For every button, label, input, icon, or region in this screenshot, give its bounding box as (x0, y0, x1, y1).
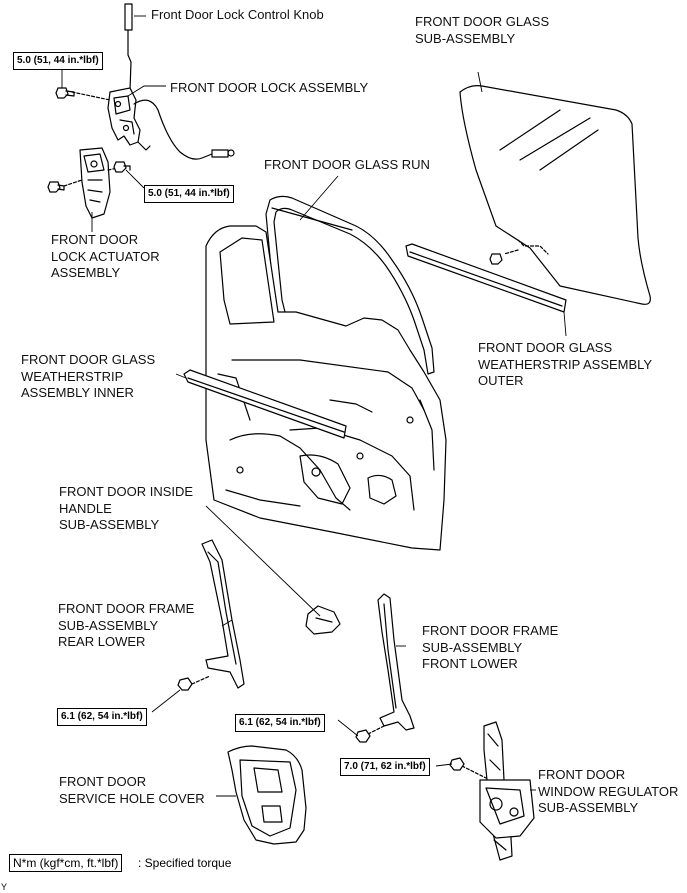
label-frame-rear-lower: FRONT DOOR FRAME SUB-ASSEMBLY REAR LOWER (58, 601, 195, 649)
frame-front-lower-drawing (367, 593, 415, 735)
label-inside-handle: FRONT DOOR INSIDE HANDLE SUB-ASSEMBLY (59, 484, 194, 532)
label-service-hole-cover: FRONT DOOR SERVICE HOLE COVER (59, 774, 205, 806)
leader-glass (477, 71, 483, 93)
bolt-frame-rear (177, 677, 193, 691)
torque-frame-rear: 6.1 (62, 54 in.*lbf) (57, 708, 147, 726)
label-lock-actuator: FRONT DOOR LOCK ACTUATOR ASSEMBLY (51, 232, 160, 280)
door-panel-drawing (205, 225, 447, 551)
legend-text: : Specified torque (138, 856, 232, 870)
bolt-lock-upper (55, 87, 75, 99)
bolt-frame-front (355, 729, 371, 743)
bolt-regulator (449, 757, 465, 771)
leader-frame-rear (221, 619, 233, 627)
label-lock-control-knob: Front Door Lock Control Knob (151, 7, 324, 22)
lock-actuator-drawing (63, 147, 119, 219)
torque-lock-lower: 5.0 (51, 44 in.*lbf) (144, 185, 234, 203)
legend-unit-box: N*m (kgf*cm, ft.*lbf) (9, 854, 123, 872)
leader-torque-frame-rear (151, 689, 181, 713)
label-door-lock-assembly: FRONT DOOR LOCK ASSEMBLY (170, 80, 369, 95)
torque-lock-upper: 5.0 (51, 44 in.*lbf) (13, 52, 103, 70)
leader-lock (127, 85, 166, 97)
window-regulator-drawing (461, 721, 535, 861)
label-glass-sub-assembly: FRONT DOOR GLASS SUB-ASSEMBLY (415, 14, 550, 46)
label-weatherstrip-inner: FRONT DOOR GLASS WEATHERSTRIP ASSEMBLY I… (21, 352, 156, 400)
leader-glass-run (299, 175, 339, 221)
inside-handle-drawing (305, 605, 341, 635)
weatherstrip-outer-drawing (405, 243, 567, 313)
label-window-regulator: FRONT DOOR WINDOW REGULATOR SUB-ASSEMBLY (538, 767, 679, 815)
door-lock-assembly-drawing (71, 87, 235, 160)
leader-torque-lock-lower (125, 169, 145, 189)
leader-torque-regulator (435, 763, 453, 767)
bolt-actuator-left (47, 181, 65, 193)
corner-mark: Y (1, 882, 8, 892)
label-glass-run: FRONT DOOR GLASS RUN (264, 157, 430, 172)
label-weatherstrip-outer: FRONT DOOR GLASS WEATHERSTRIP ASSEMBLY O… (478, 340, 653, 388)
bolt-lock-lower (113, 161, 131, 173)
torque-regulator: 7.0 (71, 62 in.*lbf) (340, 758, 430, 776)
service-hole-cover-drawing (227, 745, 307, 845)
frame-rear-lower-drawing (191, 539, 245, 689)
leader-inside-handle (205, 505, 321, 617)
leader-weatherstrip-inner (175, 373, 187, 379)
leader-torque-frame-front (337, 719, 359, 737)
glass-run-drawing (265, 195, 435, 375)
label-frame-front-lower: FRONT DOOR FRAME SUB-ASSEMBLY FRONT LOWE… (422, 623, 559, 671)
bolt-glass (489, 253, 503, 265)
leader-weatherstrip-outer (563, 311, 567, 337)
weatherstrip-inner-drawing (183, 369, 347, 439)
torque-frame-front: 6.1 (62, 54 in.*lbf) (235, 714, 325, 732)
door-glass-drawing (459, 85, 651, 305)
